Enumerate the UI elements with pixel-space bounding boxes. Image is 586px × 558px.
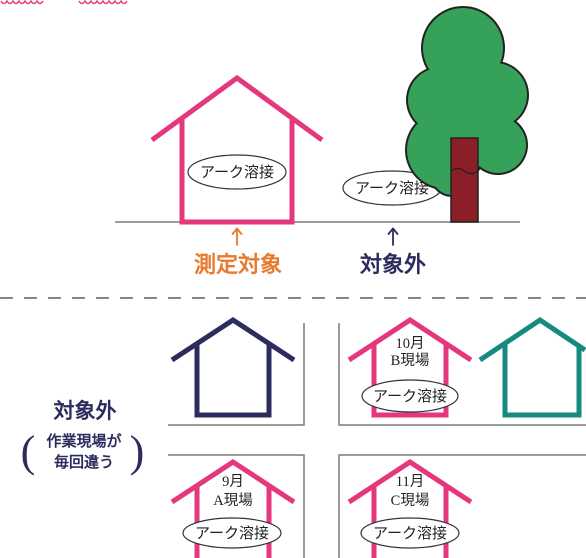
- side-note-line: 毎回違う: [54, 453, 114, 471]
- site-month: 9月: [222, 474, 244, 490]
- measured-target-label: 測定対象: [194, 252, 282, 277]
- side-note-close-paren: ): [130, 427, 145, 476]
- site-name: A現場: [213, 492, 252, 509]
- up-arrow-icon: [387, 227, 399, 246]
- site-name: B現場: [391, 352, 430, 369]
- house-roof: [150, 74, 324, 143]
- grid-corner-bottom-left: [168, 454, 305, 558]
- outdoor-welding-tag: アーク溶接: [342, 170, 442, 206]
- welding-tag-bubble: [360, 517, 460, 549]
- house-walls: [371, 344, 449, 418]
- site-b-house: 10月 B現場 アーク溶接: [347, 317, 473, 418]
- house-walls: [502, 343, 582, 418]
- measured-house: アーク溶接: [150, 74, 324, 225]
- site-month: 11月: [396, 474, 424, 490]
- house-roof: [170, 317, 296, 363]
- site-month: 10月: [396, 336, 425, 352]
- tree-canopy: [407, 8, 527, 195]
- excluded-label: 対象外: [360, 252, 426, 277]
- welding-tag-label: アーク溶接: [200, 164, 274, 181]
- navy-house: [170, 317, 296, 418]
- side-note-open-paren: (: [21, 427, 36, 476]
- side-note-line: 作業現場が: [46, 432, 122, 450]
- site-c-house: 11月 C現場 アーク溶接: [347, 459, 473, 558]
- welding-tag-label: アーク溶接: [373, 525, 447, 542]
- house-roof: [478, 316, 586, 363]
- up-arrow-icon: [231, 227, 243, 246]
- site-grid-lines: [168, 323, 586, 558]
- grid-corner-top-right: [338, 323, 586, 426]
- teal-house: [478, 316, 586, 418]
- pink-scallop-decoration: [0, 0, 128, 5]
- welding-tag-bubble: [187, 154, 287, 190]
- welding-tag-label: アーク溶接: [355, 180, 429, 197]
- welding-tag-label: アーク溶接: [373, 388, 447, 405]
- welding-tag-bubble: [182, 517, 282, 549]
- welding-tag-bubble: [361, 379, 459, 413]
- house-walls: [194, 344, 272, 418]
- grid-corner-bottom-right: [338, 454, 586, 558]
- excluded-marker: 対象外: [360, 227, 426, 277]
- scallop-line-left: [0, 0, 44, 5]
- tree-trunk: [450, 137, 479, 223]
- grid-corner-top-left: [168, 323, 305, 426]
- canopy-edge-line: [450, 167, 479, 175]
- site-a-house: 9月 A現場 アーク溶接: [170, 459, 296, 558]
- house-roof: [347, 317, 473, 363]
- welding-tag-label: アーク溶接: [195, 525, 269, 542]
- house-walls: [179, 118, 295, 225]
- excluded-side-note: 対象外 ( 作業現場が 毎回違う ): [21, 399, 145, 476]
- house-roof: [347, 459, 473, 505]
- side-note-title: 対象外: [54, 399, 117, 423]
- measured-marker: 測定対象: [194, 227, 282, 277]
- tree: [405, 6, 529, 223]
- scallop-line-right: [78, 0, 128, 5]
- house-roof: [170, 459, 296, 505]
- site-name: C現場: [391, 492, 430, 509]
